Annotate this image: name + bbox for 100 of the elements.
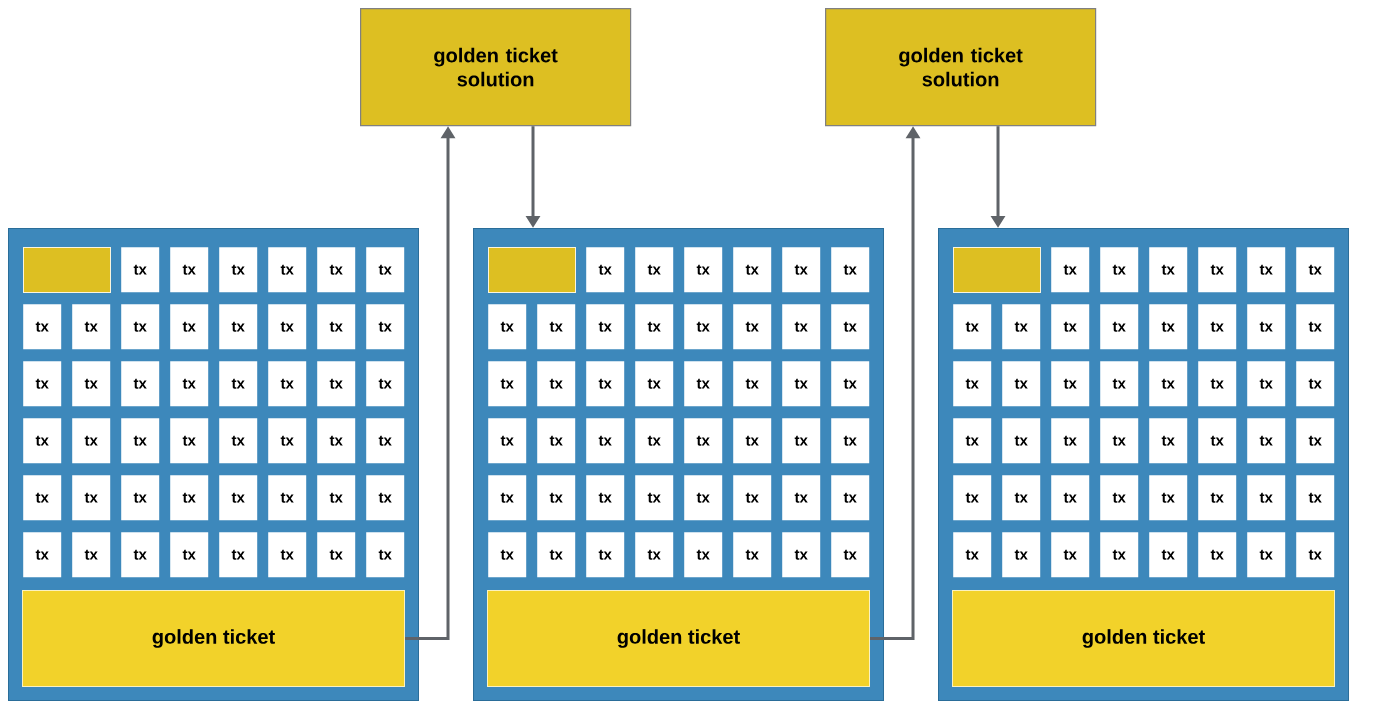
transaction-cell: tx bbox=[635, 361, 674, 407]
transaction-cell: tx bbox=[317, 247, 356, 293]
transaction-cell: tx bbox=[1247, 475, 1286, 521]
transaction-cell: tx bbox=[488, 304, 527, 350]
transaction-cell: tx bbox=[1002, 418, 1041, 464]
transaction-cell: tx bbox=[488, 361, 527, 407]
transaction-cell: tx bbox=[1051, 418, 1090, 464]
transaction-cell: tx bbox=[831, 247, 870, 293]
transaction-cell: tx bbox=[537, 475, 576, 521]
transaction-cell: tx bbox=[537, 361, 576, 407]
transaction-cell: tx bbox=[684, 247, 723, 293]
transaction-cell: tx bbox=[586, 418, 625, 464]
transaction-cell: tx bbox=[831, 532, 870, 578]
transaction-cell: tx bbox=[72, 418, 111, 464]
transaction-cell: tx bbox=[366, 361, 405, 407]
transaction-cell: tx bbox=[635, 532, 674, 578]
transaction-cell: tx bbox=[1198, 418, 1237, 464]
transaction-cell: tx bbox=[317, 532, 356, 578]
transaction-cell: tx bbox=[23, 418, 62, 464]
transaction-cell: tx bbox=[219, 361, 258, 407]
transaction-cell: tx bbox=[782, 304, 821, 350]
transaction-cell: tx bbox=[488, 475, 527, 521]
golden-ticket-bar: golden ticket bbox=[487, 590, 870, 687]
transaction-cell: tx bbox=[684, 418, 723, 464]
transaction-cell: tx bbox=[1002, 475, 1041, 521]
transaction-cell: tx bbox=[219, 418, 258, 464]
transaction-cell: tx bbox=[1100, 304, 1139, 350]
transaction-cell: tx bbox=[1247, 418, 1286, 464]
transaction-cell: tx bbox=[121, 247, 160, 293]
transaction-cell: tx bbox=[684, 304, 723, 350]
transaction-cell: tx bbox=[733, 532, 772, 578]
transaction-cell: tx bbox=[23, 304, 62, 350]
transaction-cell: tx bbox=[170, 532, 209, 578]
transaction-cell: tx bbox=[1051, 304, 1090, 350]
transaction-cell: tx bbox=[1100, 361, 1139, 407]
transaction-cell: tx bbox=[1051, 247, 1090, 293]
transaction-cell: tx bbox=[831, 418, 870, 464]
transaction-cell: tx bbox=[1002, 532, 1041, 578]
transaction-cell: tx bbox=[268, 247, 307, 293]
transaction-cell: tx bbox=[219, 532, 258, 578]
transaction-cell: tx bbox=[366, 532, 405, 578]
transaction-cell: tx bbox=[488, 418, 527, 464]
transaction-cell: tx bbox=[170, 247, 209, 293]
transaction-cell: tx bbox=[1002, 361, 1041, 407]
transaction-cell: tx bbox=[1296, 418, 1335, 464]
golden-ticket-bar: golden ticket bbox=[22, 590, 405, 687]
transaction-cell: tx bbox=[268, 418, 307, 464]
transaction-cell: tx bbox=[684, 361, 723, 407]
ticket-slot bbox=[488, 247, 576, 293]
transaction-cell: tx bbox=[733, 361, 772, 407]
transaction-cell: tx bbox=[121, 532, 160, 578]
transaction-cell: tx bbox=[1149, 247, 1188, 293]
transaction-cell: tx bbox=[170, 418, 209, 464]
transaction-cell: tx bbox=[219, 475, 258, 521]
transaction-cell: tx bbox=[782, 532, 821, 578]
transaction-cell: tx bbox=[23, 532, 62, 578]
transaction-cell: tx bbox=[537, 532, 576, 578]
transaction-cell: tx bbox=[953, 532, 992, 578]
transaction-cell: tx bbox=[733, 475, 772, 521]
transaction-cell: tx bbox=[635, 418, 674, 464]
transaction-cell: tx bbox=[1051, 532, 1090, 578]
transaction-cell: tx bbox=[1149, 304, 1188, 350]
transaction-cell: tx bbox=[1296, 532, 1335, 578]
transaction-cell: tx bbox=[1149, 418, 1188, 464]
transaction-cell: tx bbox=[1149, 361, 1188, 407]
solution-box: golden ticket solution bbox=[360, 8, 632, 127]
solution-box: golden ticket solution bbox=[825, 8, 1097, 127]
transaction-cell: tx bbox=[1100, 418, 1139, 464]
transaction-cell: tx bbox=[953, 475, 992, 521]
transaction-cell: tx bbox=[1247, 361, 1286, 407]
transaction-cell: tx bbox=[684, 532, 723, 578]
transaction-cell: tx bbox=[586, 361, 625, 407]
transaction-cell: tx bbox=[1100, 247, 1139, 293]
transaction-cell: tx bbox=[586, 247, 625, 293]
transaction-cell: tx bbox=[953, 304, 992, 350]
transaction-cell: tx bbox=[1198, 247, 1237, 293]
transaction-cell: tx bbox=[782, 361, 821, 407]
transaction-cell: tx bbox=[831, 475, 870, 521]
transaction-cell: tx bbox=[121, 361, 160, 407]
transaction-cell: tx bbox=[219, 247, 258, 293]
transaction-cell: tx bbox=[1296, 361, 1335, 407]
transaction-cell: tx bbox=[366, 418, 405, 464]
transaction-cell: tx bbox=[268, 475, 307, 521]
transaction-cell: tx bbox=[782, 475, 821, 521]
transaction-cell: tx bbox=[488, 532, 527, 578]
transaction-cell: tx bbox=[1149, 475, 1188, 521]
transaction-cell: tx bbox=[72, 361, 111, 407]
transaction-cell: tx bbox=[219, 304, 258, 350]
transaction-cell: tx bbox=[586, 532, 625, 578]
transaction-cell: tx bbox=[684, 475, 723, 521]
transaction-cell: tx bbox=[170, 304, 209, 350]
transaction-cell: tx bbox=[72, 304, 111, 350]
transaction-cell: tx bbox=[1051, 361, 1090, 407]
transaction-cell: tx bbox=[317, 361, 356, 407]
transaction-cell: tx bbox=[635, 247, 674, 293]
transaction-cell: tx bbox=[1247, 304, 1286, 350]
transaction-cell: tx bbox=[317, 475, 356, 521]
transaction-cell: tx bbox=[1296, 247, 1335, 293]
transaction-cell: tx bbox=[366, 304, 405, 350]
transaction-cell: tx bbox=[782, 418, 821, 464]
